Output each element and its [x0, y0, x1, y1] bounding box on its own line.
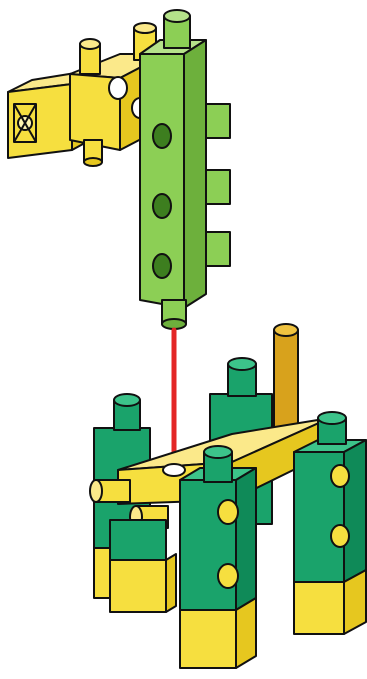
- yellow-peg-bottom: [84, 140, 102, 166]
- neck-side-studs: [206, 104, 230, 266]
- green-top-peg: [164, 10, 190, 48]
- yellow-peg-top-left: [80, 39, 100, 74]
- leg-front-left: [110, 520, 176, 612]
- green-neck-beam: [140, 40, 206, 308]
- body-assembly: [90, 324, 366, 668]
- neck-assembly: [8, 10, 230, 329]
- green-bottom-pin: [162, 300, 186, 329]
- leg-front-center: [180, 446, 256, 668]
